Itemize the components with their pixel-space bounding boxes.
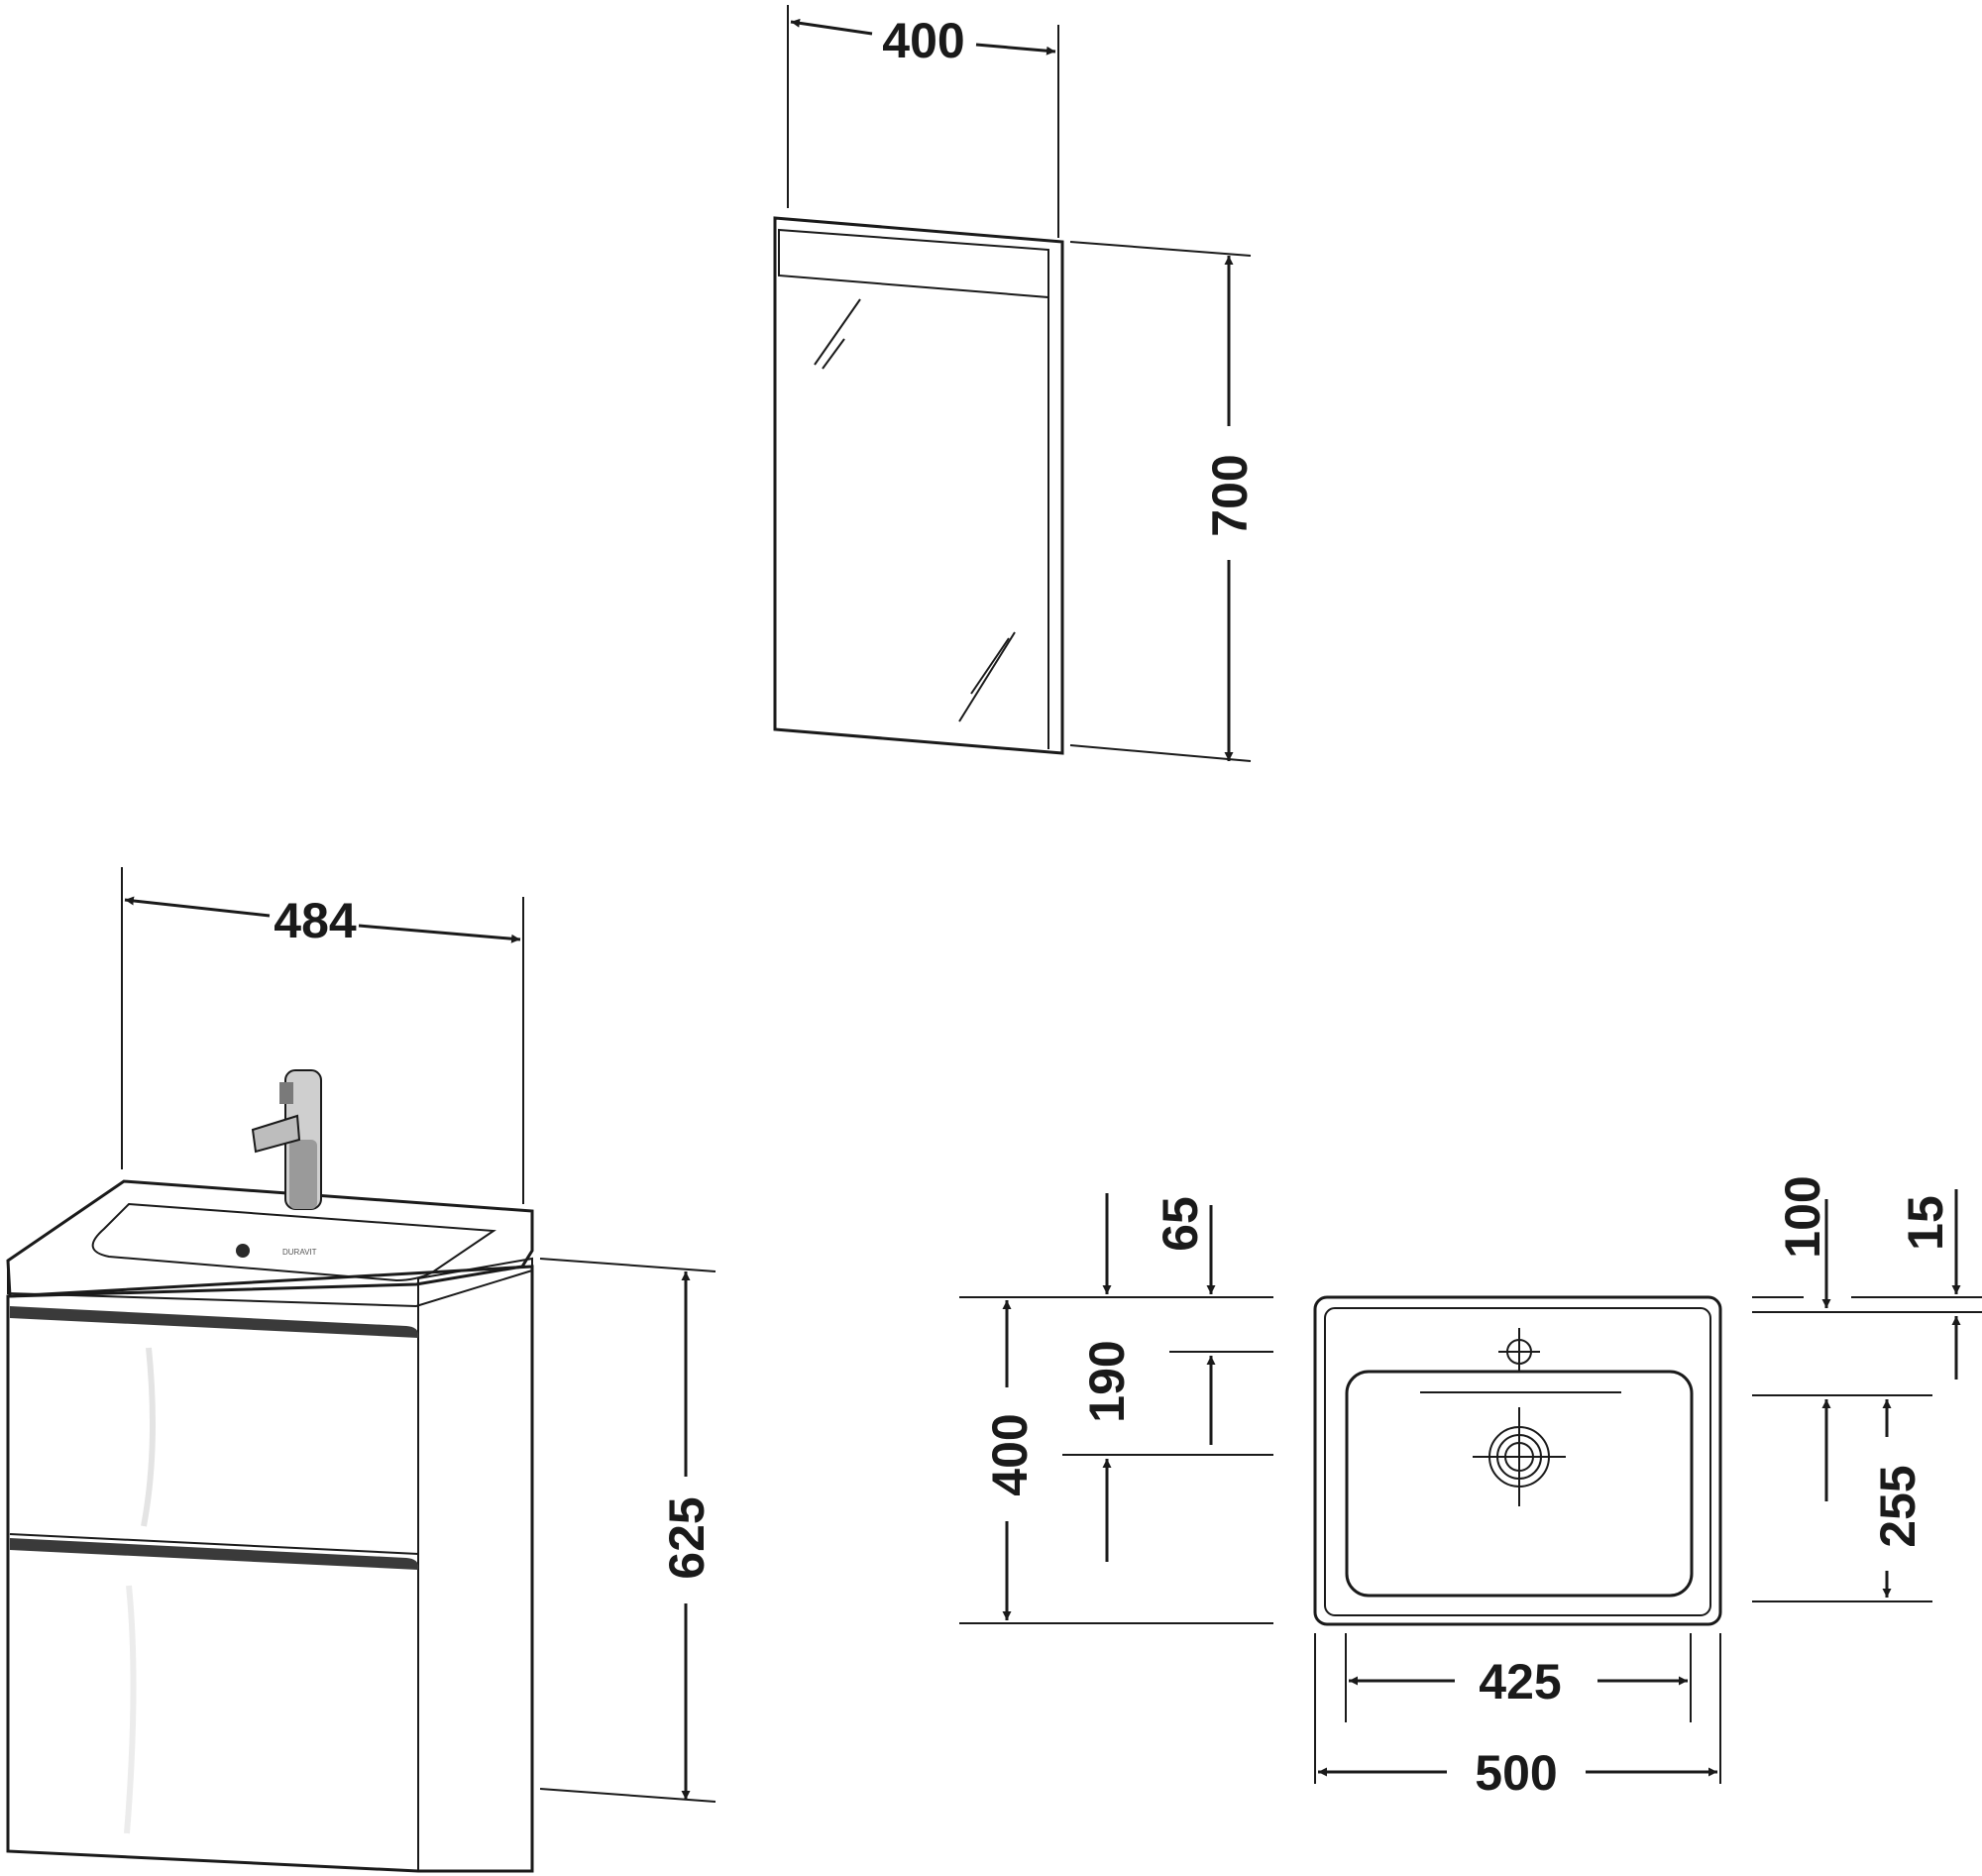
faucet-lever bbox=[279, 1082, 293, 1104]
mirror-light-strip bbox=[778, 228, 1049, 299]
brand-mark: DURAVIT bbox=[282, 1248, 317, 1257]
mirror-width-arrow-left bbox=[790, 18, 873, 36]
basin-depth-label: 400 bbox=[982, 1413, 1038, 1495]
vanity-height-ext-bottom bbox=[539, 1788, 716, 1803]
vanity-height-label: 625 bbox=[659, 1496, 715, 1579]
cabinet-reflection-2 bbox=[124, 1585, 137, 1834]
faucet-spout bbox=[251, 1114, 301, 1154]
tap-offset-label: 65 bbox=[1153, 1196, 1208, 1252]
faucet bbox=[251, 1069, 322, 1210]
washbasin bbox=[6, 1179, 534, 1298]
mirror-width-label: 400 bbox=[882, 13, 964, 68]
washbasin-front-edge bbox=[7, 1261, 533, 1308]
mirror-reflection-3 bbox=[958, 631, 1016, 722]
vanity-width-arrow-right bbox=[358, 924, 521, 943]
vanity-side-panel bbox=[417, 1257, 533, 1872]
mirror-frame bbox=[773, 216, 1064, 755]
upper-drawer-handle bbox=[10, 1306, 419, 1338]
vanity-cabinet bbox=[6, 1265, 534, 1873]
cabinet-reflection-1 bbox=[141, 1347, 156, 1527]
rim-thickness-label: 15 bbox=[1898, 1195, 1953, 1251]
vanity-drawing: 484 DURAVIT 625 bbox=[6, 867, 716, 1873]
outer-width-label: 500 bbox=[1475, 1745, 1557, 1801]
drawer-divider bbox=[9, 1533, 419, 1555]
mirror-width-arrow-right bbox=[975, 43, 1056, 55]
mirror-height-ext-top bbox=[1069, 241, 1252, 257]
rim-offset-label: 100 bbox=[1775, 1175, 1830, 1258]
basin-rim-outline bbox=[1324, 1307, 1711, 1616]
overflow-hole bbox=[236, 1244, 250, 1258]
bowl-depth-label: 255 bbox=[1870, 1465, 1926, 1547]
faucet-shadow bbox=[289, 1140, 317, 1209]
lower-drawer-handle bbox=[10, 1538, 419, 1570]
vanity-width-label: 484 bbox=[274, 893, 357, 948]
mirror-reflection-4 bbox=[970, 637, 1010, 695]
vanity-width-arrow-left bbox=[124, 896, 271, 918]
basin-plan-drawing: 400 65 190 100 15 255 4 bbox=[959, 1175, 1982, 1801]
mirror-height-ext-bottom bbox=[1069, 744, 1252, 762]
basin-outer-outline bbox=[1313, 1295, 1722, 1626]
drain bbox=[1473, 1407, 1566, 1506]
mirror-reflection-1 bbox=[814, 298, 861, 366]
inner-width-label: 425 bbox=[1479, 1654, 1561, 1710]
vanity-height-ext-top bbox=[539, 1258, 716, 1272]
mirror-height-label: 700 bbox=[1202, 454, 1258, 536]
mirror-drawing: 400 700 bbox=[773, 5, 1258, 762]
mirror-reflection-2 bbox=[822, 338, 845, 370]
tap-hole bbox=[1498, 1328, 1540, 1372]
waste-offset-label: 190 bbox=[1079, 1340, 1135, 1422]
washbasin-bowl bbox=[91, 1202, 496, 1282]
